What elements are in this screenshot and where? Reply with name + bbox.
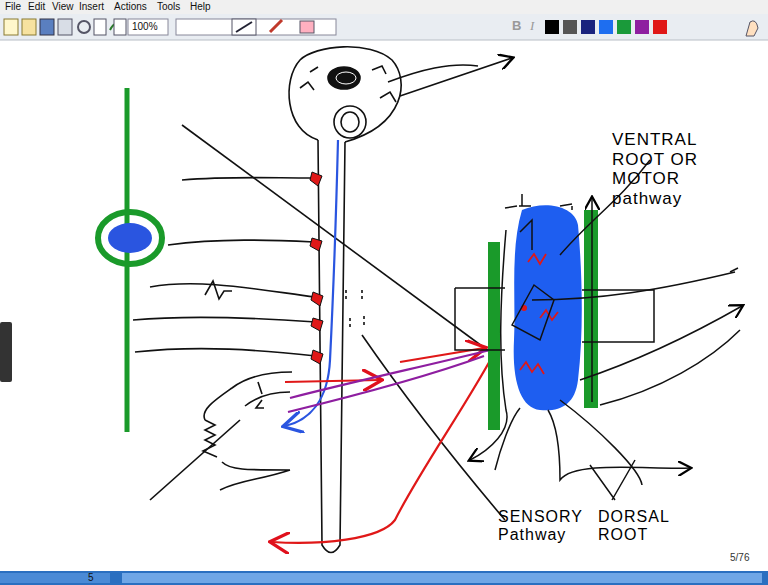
bold-button: B [512,19,521,34]
zoom-level: 100% [132,21,158,33]
menu-item: Insert [79,1,104,13]
menu-item: Actions [114,1,147,13]
cell-figure [98,88,162,432]
menu-bar [0,0,768,14]
menu-item: File [5,1,21,13]
menu-item: Help [190,1,211,13]
menu-item: View [52,1,74,13]
menu-item: Edit [28,1,45,13]
handwritten-label: SENSORY Pathway [498,508,586,545]
brain-spinal-cord [133,47,512,553]
handwritten-label: VENTRAL ROOT OR MOTOR pathway [612,130,724,208]
menu-item: Tools [157,1,180,13]
page-number: 5/76 [730,552,749,564]
toolbar [0,14,768,40]
handwritten-label: DORSAL ROOT [598,508,690,545]
toolbar-icons [4,19,758,36]
page-thumb-number: 5 [88,572,94,584]
cord-section [455,160,742,500]
page-strip [0,571,768,585]
italic-button: I [530,19,534,34]
